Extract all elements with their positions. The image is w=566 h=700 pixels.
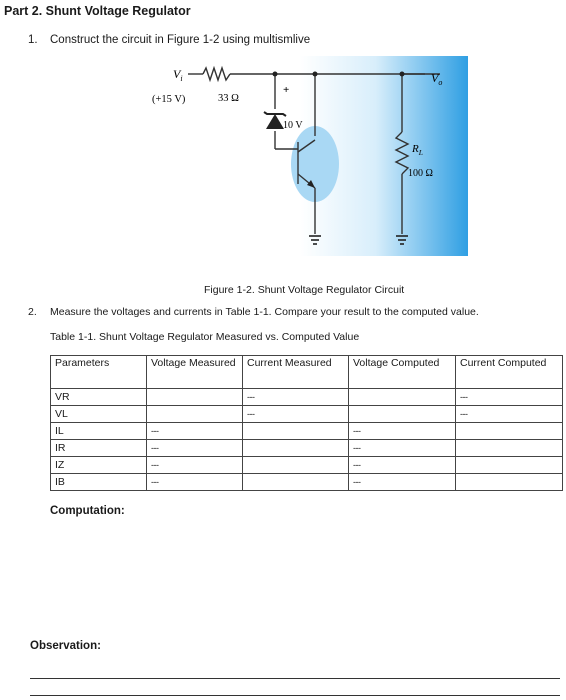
step-1-number: 1. <box>28 34 38 46</box>
rl-label: RL <box>411 143 423 157</box>
voltage-measured-cell[interactable]: --- <box>146 439 243 457</box>
resistor-33-symbol <box>202 65 231 83</box>
zener-polarity-label: + <box>283 84 289 96</box>
param-cell: IR <box>50 439 147 457</box>
voltage-measured-cell[interactable]: --- <box>146 422 243 440</box>
param-cell: IL <box>50 422 147 440</box>
header-voltage-computed: Voltage Computed <box>348 355 456 389</box>
current-measured-cell[interactable] <box>242 439 349 457</box>
current-computed-cell[interactable] <box>455 473 563 491</box>
observation-line-1[interactable] <box>30 678 560 679</box>
transistor-highlight <box>291 126 339 202</box>
voltage-measured-cell[interactable] <box>146 405 243 423</box>
step-2-number: 2. <box>28 306 37 318</box>
param-cell: VL <box>50 405 147 423</box>
current-measured-cell[interactable] <box>242 422 349 440</box>
current-measured-cell[interactable] <box>242 456 349 474</box>
current-computed-cell[interactable] <box>455 422 563 440</box>
param-cell: VR <box>50 388 147 406</box>
voltage-computed-cell[interactable]: --- <box>348 473 456 491</box>
voltage-measured-cell[interactable] <box>146 388 243 406</box>
table-row: IB --- --- <box>50 473 563 491</box>
zener-voltage-label: 10 V <box>283 120 303 131</box>
circuit-figure: Vi (+15 V) 33 Ω + 10 V Vo RL 100 Ω <box>152 56 468 256</box>
load-resistor-symbol <box>394 131 410 175</box>
voltage-computed-cell[interactable]: --- <box>348 422 456 440</box>
current-measured-cell[interactable]: --- <box>242 405 349 423</box>
results-table: Parameters Voltage Measured Current Meas… <box>50 355 563 491</box>
step-2-text: Measure the voltages and currents in Tab… <box>50 306 479 318</box>
voltage-measured-cell[interactable]: --- <box>146 473 243 491</box>
voltage-computed-cell[interactable]: --- <box>348 456 456 474</box>
voltage-computed-cell[interactable]: --- <box>348 439 456 457</box>
step-2: 2. Measure the voltages and currents in T… <box>28 306 479 318</box>
header-voltage-measured: Voltage Measured <box>146 355 243 389</box>
part-title: Part 2. Shunt Voltage Regulator <box>4 4 191 18</box>
table-title: Table 1-1. Shunt Voltage Regulator Measu… <box>50 331 360 343</box>
observation-line-2[interactable] <box>30 695 560 696</box>
step-1: 1. Construct the circuit in Figure 1-2 us… <box>28 34 310 46</box>
table-header-row: Parameters Voltage Measured Current Meas… <box>50 355 563 389</box>
voltage-measured-cell[interactable]: --- <box>146 456 243 474</box>
table-row: IZ --- --- <box>50 456 563 474</box>
vi-value-label: (+15 V) <box>152 94 186 105</box>
header-current-measured: Current Measured <box>242 355 349 389</box>
ground-symbol-load <box>396 235 408 245</box>
table-row: IL --- --- <box>50 422 563 440</box>
header-current-computed: Current Computed <box>455 355 563 389</box>
table-row: VL --- --- <box>50 405 563 423</box>
param-cell: IB <box>50 473 147 491</box>
observation-label: Observation: <box>30 640 101 652</box>
rl-value-label: 100 Ω <box>408 168 433 179</box>
param-cell: IZ <box>50 456 147 474</box>
header-parameters: Parameters <box>50 355 147 389</box>
current-computed-cell[interactable] <box>455 456 563 474</box>
zener-diode-symbol <box>266 114 284 129</box>
current-computed-cell[interactable]: --- <box>455 388 563 406</box>
current-computed-cell[interactable] <box>455 439 563 457</box>
table-row: IR --- --- <box>50 439 563 457</box>
computation-label: Computation: <box>50 505 125 517</box>
voltage-computed-cell[interactable] <box>348 388 456 406</box>
voltage-computed-cell[interactable] <box>348 405 456 423</box>
table-row: VR --- --- <box>50 388 563 406</box>
ground-symbol-transistor <box>309 235 321 245</box>
current-measured-cell[interactable]: --- <box>242 388 349 406</box>
current-measured-cell[interactable] <box>242 473 349 491</box>
resistor-value-label: 33 Ω <box>218 93 239 104</box>
vi-label: Vi <box>173 67 183 83</box>
current-computed-cell[interactable]: --- <box>455 405 563 423</box>
step-1-text: Construct the circuit in Figure 1-2 usin… <box>50 34 311 46</box>
figure-caption: Figure 1-2. Shunt Voltage Regulator Circ… <box>204 284 405 296</box>
vo-label: Vo <box>431 71 442 87</box>
